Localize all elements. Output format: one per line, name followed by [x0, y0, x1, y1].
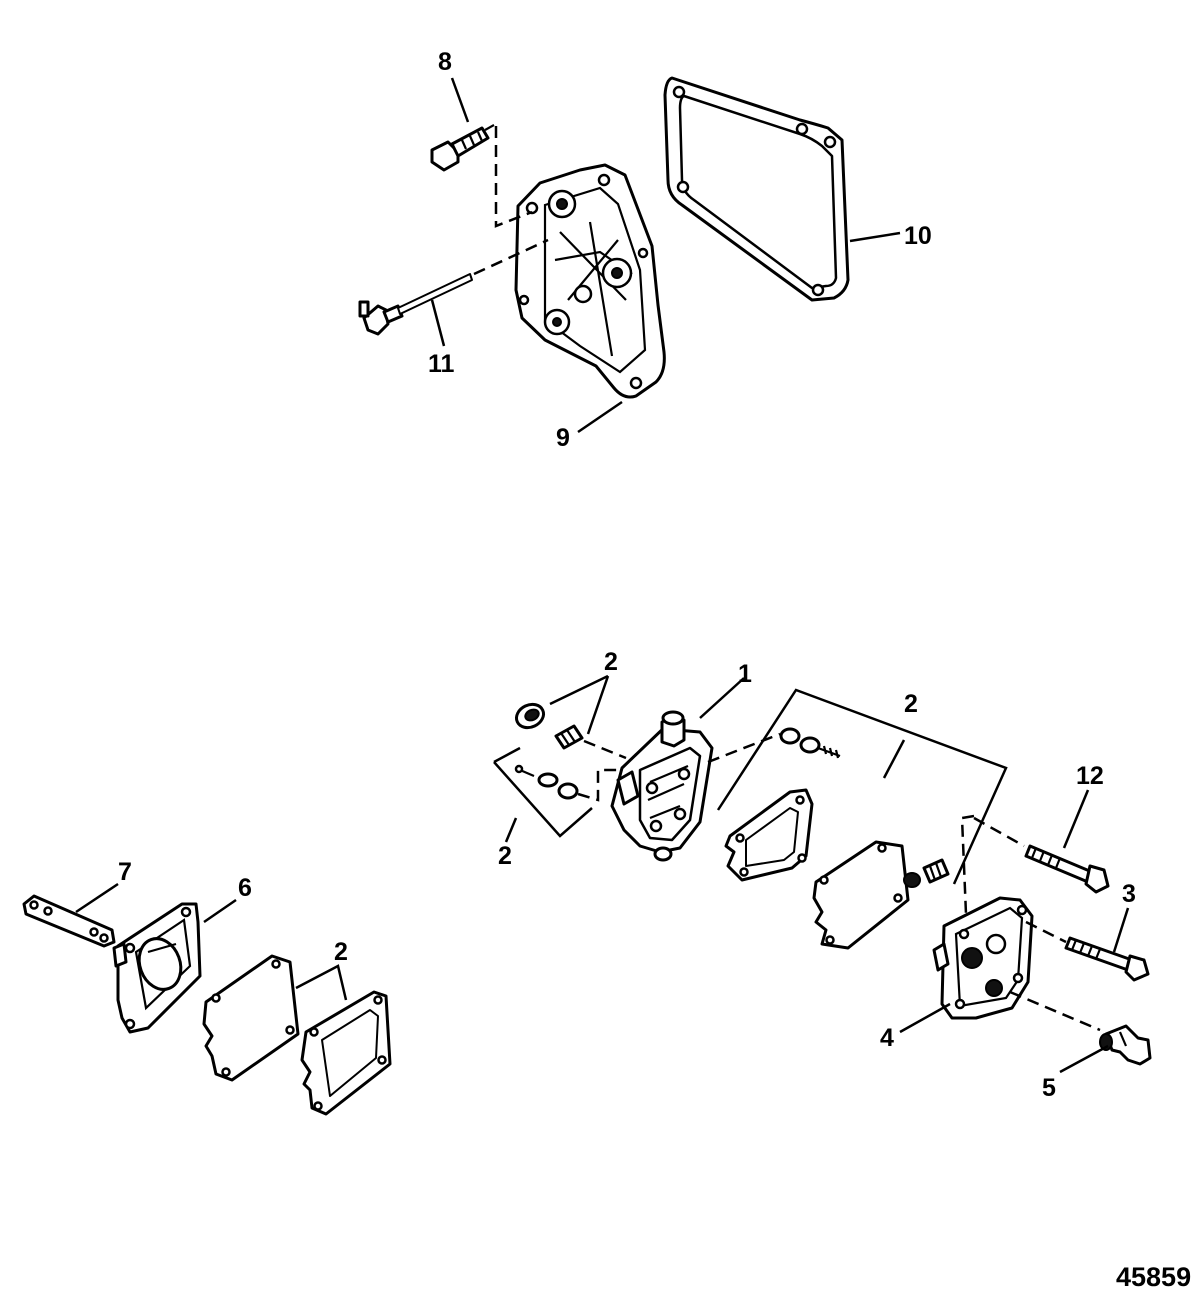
callout-12: 12 [1076, 762, 1104, 790]
part-9-cover-plate [514, 163, 666, 399]
callout-2-left: 2 [498, 842, 512, 870]
part-2-spring-right [903, 858, 950, 888]
part-6-housing [112, 902, 202, 1034]
callout-7: 7 [118, 858, 132, 886]
part-2-pin [514, 764, 579, 800]
part-3-screw [1064, 936, 1150, 982]
callout-3: 3 [1122, 880, 1136, 908]
dashed-guide-8 [494, 126, 533, 228]
leader-2-left [504, 817, 518, 843]
part-2-washers [779, 727, 841, 759]
part-2-diaphragm-right [812, 840, 910, 950]
callout-11: 11 [428, 350, 455, 378]
bracket-2-right [716, 688, 1008, 885]
callout-2-top: 2 [604, 648, 618, 676]
part-2-gasket-left [300, 990, 392, 1116]
dashed-guide-4-top [960, 814, 975, 915]
part-2-cap [514, 702, 546, 730]
part-1-pump-body [610, 710, 714, 862]
leader-1 [699, 677, 745, 719]
leader-7 [75, 882, 119, 914]
bracket-2-left [493, 746, 593, 838]
leader-9 [577, 400, 623, 434]
dashed-guide-washers [707, 732, 781, 764]
callout-2-bottom: 2 [334, 938, 348, 966]
callout-1: 1 [738, 660, 752, 688]
leader-12 [1062, 789, 1090, 849]
leader-6 [203, 898, 237, 924]
callout-5: 5 [1042, 1074, 1056, 1102]
part-11-sender [358, 273, 473, 336]
leader-2-top [549, 674, 610, 735]
figure-number: 45859 [1116, 1262, 1191, 1292]
part-2-gasket-right [724, 788, 814, 882]
part-7-strip [22, 894, 116, 948]
leader-4 [899, 1002, 951, 1034]
leader-2-right [882, 739, 906, 779]
leader-3 [1112, 907, 1130, 953]
dashed-guide-spring [583, 739, 627, 760]
leader-8 [450, 77, 470, 123]
callout-8: 8 [438, 48, 452, 76]
dashed-guide-11 [473, 238, 549, 276]
part-2-diaphragm-left [202, 954, 300, 1082]
leader-11 [430, 299, 446, 347]
dashed-guide-5 [1009, 990, 1101, 1032]
part-4-pump-cover [932, 896, 1034, 1020]
leader-5 [1059, 1044, 1109, 1074]
dashed-guide-3 [1025, 920, 1067, 944]
part-12-long-screw [1024, 844, 1110, 894]
part-10-gasket [663, 76, 850, 302]
leader-10 [849, 231, 901, 243]
callout-4: 4 [880, 1024, 894, 1052]
dashed-guide-12 [973, 816, 1025, 848]
part-2-spring [554, 724, 584, 750]
dashed-guide-pin [577, 768, 622, 802]
callout-10: 10 [904, 222, 932, 250]
callout-6: 6 [238, 874, 252, 902]
callout-9: 9 [556, 424, 570, 452]
callout-2-right: 2 [904, 690, 918, 718]
part-8-bolt [430, 124, 495, 172]
part-5-elbow-fitting [1099, 1024, 1152, 1066]
leader-2-left-bottom [295, 964, 348, 1001]
